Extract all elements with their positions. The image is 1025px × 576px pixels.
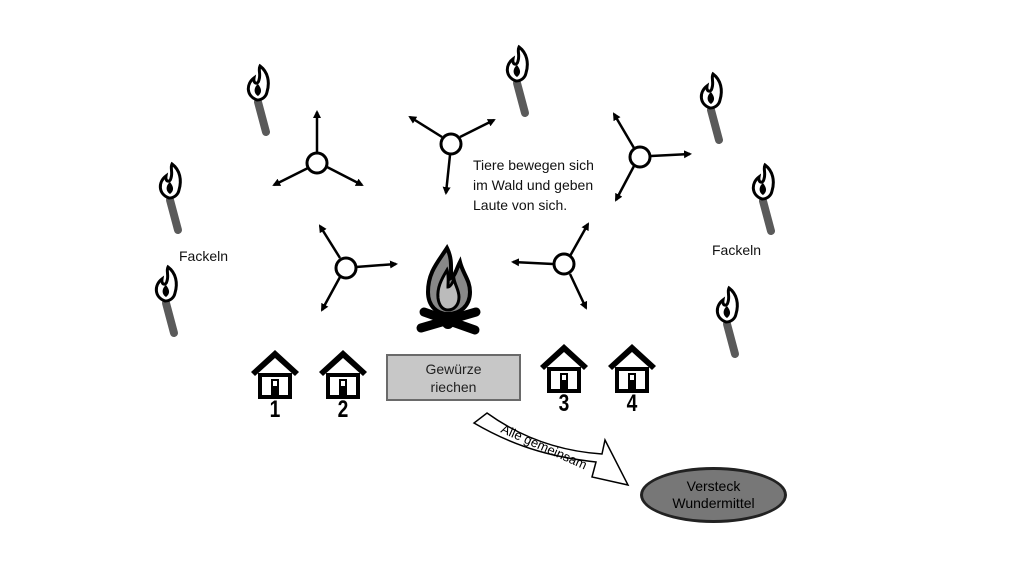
house-number: 4: [626, 390, 638, 417]
hideout-label-line: Wundermittel: [672, 495, 755, 511]
hideout-label-line: Versteck: [686, 478, 741, 494]
spices-box: Gewürze riechen: [386, 354, 521, 401]
house-number: 1: [269, 396, 281, 423]
torches-label-right: Fackeln: [712, 242, 762, 258]
torch-icon: [248, 66, 268, 132]
animal-node-icon: [272, 110, 364, 187]
animal-node-icon: [318, 224, 398, 312]
torch-icon: [160, 164, 180, 230]
house-icon: [251, 350, 299, 399]
campfire-icon: [416, 243, 481, 335]
house-number: 2: [337, 396, 349, 423]
spices-label-line: Gewürze: [425, 360, 482, 377]
animals-description-line: Laute von sich.: [473, 197, 568, 213]
curved-arrow-icon: Alle gemeinsam: [472, 412, 630, 487]
spices-label-line: riechen: [430, 378, 477, 395]
together-label: Alle gemeinsam: [499, 421, 590, 472]
torch-icon: [717, 288, 737, 354]
animals-description: Tiere bewegen sich im Wald und geben Lau…: [473, 155, 623, 215]
house-icon: [540, 344, 588, 393]
animal-node-icon: [511, 222, 590, 310]
torch-icon: [753, 165, 773, 231]
house-icon: [608, 344, 656, 393]
torch-icon: [507, 47, 527, 113]
animals-description-line: Tiere bewegen sich: [473, 157, 594, 173]
torches-label-left: Fackeln: [179, 248, 229, 264]
torch-icon: [701, 74, 721, 140]
house-number: 3: [558, 390, 570, 417]
animal-node-icon: [408, 115, 496, 195]
house-icon: [319, 350, 367, 399]
animals-description-line: im Wald und geben: [473, 177, 594, 193]
animal-node-icon: [612, 112, 692, 202]
torch-icon: [156, 267, 176, 333]
hideout-ellipse: Versteck Wundermittel: [640, 467, 787, 523]
